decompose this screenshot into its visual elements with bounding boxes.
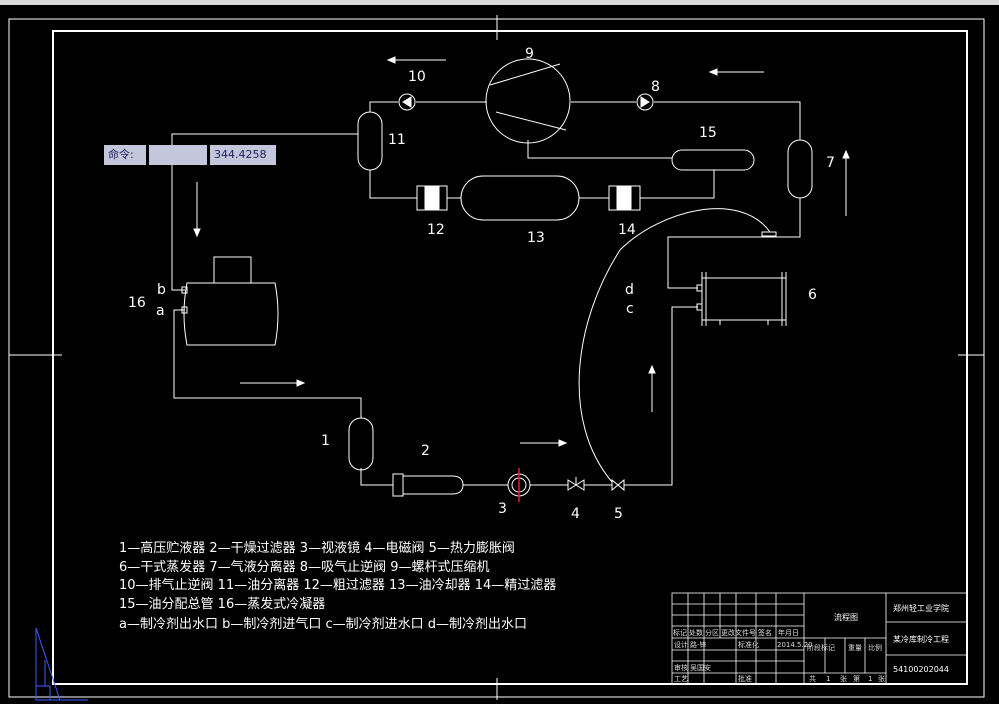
tb-row-label-2: 分区	[705, 628, 719, 637]
label-8: 8	[651, 79, 660, 95]
window-top-bar	[0, 0, 999, 5]
tb-row-label-4: 签名	[758, 628, 772, 637]
tb-weight-label: 重量	[848, 644, 862, 652]
tb-designer: 路-锋	[690, 640, 707, 649]
tb-drawing-name: 流程图	[834, 612, 858, 622]
tb-design: 设计	[674, 640, 688, 649]
command-label: 命令:	[104, 145, 146, 165]
tb-num: 1	[868, 675, 872, 683]
legend-line-2: 6—干式蒸发器 7—气液分离器 8—吸气止逆阀 9—螺杆式压缩机	[119, 559, 489, 575]
label-6: 6	[808, 287, 817, 303]
tb-num-unit: 张	[878, 674, 885, 683]
tb-checker: 吴国安	[690, 663, 711, 672]
sight-glass-3	[507, 468, 531, 502]
oil-separator-11	[357, 111, 383, 171]
check-valve-8	[636, 93, 654, 111]
tb-row-label-3: 更改文件号	[721, 628, 756, 637]
tb-row-label-0: 标记	[673, 628, 687, 637]
label-5: 5	[614, 506, 623, 522]
fine-filter-14	[608, 185, 641, 211]
tb-date: 2014.5.20	[777, 641, 813, 649]
command-value[interactable]: 344.4258	[210, 145, 276, 165]
ucs-icon	[35, 627, 88, 701]
label-4: 4	[571, 506, 580, 522]
legend-line-3: 10—排气止逆阀 11—油分离器 12—粗过滤器 13—油冷却器 14—精过滤器	[119, 577, 556, 593]
piping	[171, 101, 801, 486]
condenser-16	[181, 256, 279, 346]
tb-row-label-1: 处数	[689, 628, 703, 637]
tb-scale-label: 比例	[868, 643, 882, 652]
flow-arrows	[193, 56, 850, 447]
inner-frame	[52, 30, 968, 685]
receiver-1	[348, 417, 374, 471]
command-input[interactable]	[149, 145, 207, 165]
port-d: d	[625, 282, 634, 298]
legend: 1—高压贮液器 2—干燥过滤器 3—视液镜 4—电磁阀 5—热力膨胀阀 6—干式…	[119, 540, 556, 632]
label-16: 16	[128, 295, 146, 311]
tb-total-unit: 张	[840, 674, 847, 683]
port-a: a	[156, 303, 165, 319]
legend-line-1: 1—高压贮液器 2—干燥过滤器 3—视液镜 4—电磁阀 5—热力膨胀阀	[119, 540, 515, 556]
outer-frame	[8, 18, 985, 698]
dryer-filter-2	[392, 473, 464, 497]
title-block	[671, 592, 968, 685]
separator-7	[787, 139, 813, 199]
label-15: 15	[699, 125, 717, 141]
title-block-text: 标记 处数 分区 更改文件号 签名 年月日 设计 路-锋 标准化 2014.5.…	[673, 603, 949, 683]
command-tooltip[interactable]: 命令: 344.4258	[104, 145, 276, 165]
port-c: c	[626, 301, 634, 317]
label-3: 3	[498, 501, 507, 517]
label-12: 12	[427, 222, 445, 238]
legend-line-4: 15—油分配总管 16—蒸发式冷凝器	[119, 596, 325, 612]
tb-row-label-5: 年月日	[778, 628, 799, 637]
oil-cooler-13	[460, 175, 580, 221]
check-valve-10	[398, 93, 416, 111]
coarse-filter-12	[416, 185, 448, 211]
port-b: b	[157, 282, 166, 298]
label-1: 1	[321, 433, 330, 449]
oil-manifold-15	[671, 149, 755, 171]
tb-stage-label: 阶段标记	[807, 643, 835, 652]
expansion-valve-5	[611, 478, 625, 492]
evaporator-6	[696, 272, 787, 326]
compressor-9	[485, 58, 571, 144]
label-7: 7	[826, 155, 835, 171]
tb-school: 郑州轻工业学院	[893, 603, 949, 613]
tb-total-label: 共	[809, 674, 816, 683]
tb-std: 标准化	[738, 640, 759, 649]
label-9: 9	[525, 46, 534, 62]
centering-marks	[9, 15, 984, 700]
legend-line-5: a—制冷剂出水口 b—制冷剂进气口 c—制冷剂进水口 d—制冷剂出水口	[119, 616, 527, 632]
label-2: 2	[421, 443, 430, 459]
tb-num-label: 第	[853, 674, 860, 683]
label-10: 10	[408, 69, 426, 85]
tb-project: 某冷库制冷工程	[893, 634, 949, 644]
label-13: 13	[527, 230, 545, 246]
tb-check: 审核	[674, 663, 688, 672]
tb-approve: 批准	[738, 674, 752, 683]
label-11: 11	[388, 132, 406, 148]
label-14: 14	[618, 222, 636, 238]
solenoid-valve-4	[567, 477, 585, 491]
tb-craft: 工艺	[674, 675, 688, 683]
tb-code: 54100202044	[893, 665, 949, 674]
tb-total: 1	[826, 675, 830, 683]
